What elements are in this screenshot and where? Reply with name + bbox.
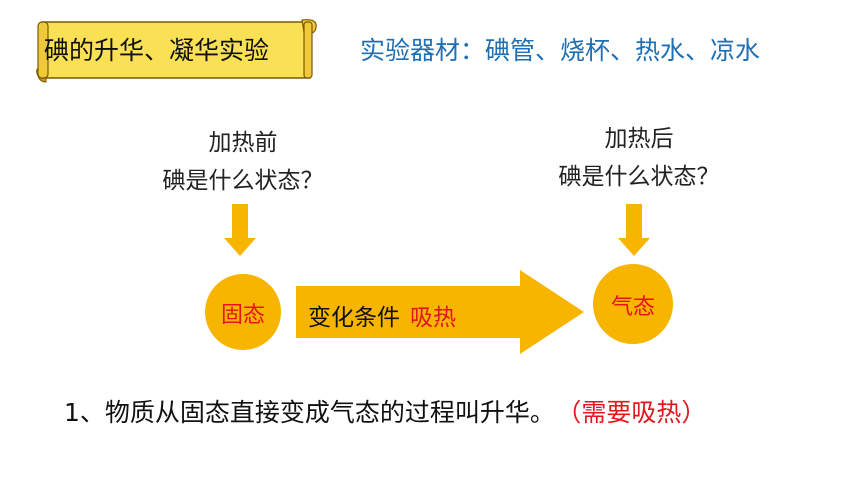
conclusion-text: 1、物质从固态直接变成气态的过程叫升华。 bbox=[64, 398, 555, 427]
down-arrow-icon bbox=[618, 204, 650, 256]
change-condition-value: 吸热 bbox=[410, 305, 456, 331]
scroll-banner bbox=[36, 19, 317, 83]
before-heating-question: 加热前 碘是什么状态？ bbox=[138, 124, 348, 200]
before-heating-state-question: 碘是什么状态？ bbox=[162, 168, 324, 194]
banner-title: 碘的升华、凝华实验 bbox=[44, 36, 270, 65]
after-heating-question: 加热后 碘是什么状态？ bbox=[534, 120, 744, 196]
conclusion-note: （需要吸热） bbox=[568, 398, 707, 427]
down-arrow-icon bbox=[224, 204, 256, 256]
conclusion: 1、物质从固态直接变成气态的过程叫升华。 （需要吸热） bbox=[64, 393, 706, 429]
right-arrow-icon bbox=[296, 270, 584, 354]
before-heating-label: 加热前 bbox=[208, 130, 278, 156]
solid-state-circle bbox=[205, 274, 281, 350]
equipment-list: 实验器材：碘管、烧杯、热水、凉水 bbox=[360, 36, 761, 65]
gas-state-label: 气态 bbox=[610, 295, 655, 320]
after-heating-label: 加热后 bbox=[604, 126, 674, 152]
change-condition-label: 变化条件 bbox=[308, 305, 400, 331]
gas-state-circle bbox=[593, 264, 673, 344]
after-heating-state-question: 碘是什么状态？ bbox=[558, 164, 720, 190]
change-condition: 变化条件吸热 bbox=[308, 298, 456, 332]
solid-state-label: 固态 bbox=[220, 303, 265, 328]
